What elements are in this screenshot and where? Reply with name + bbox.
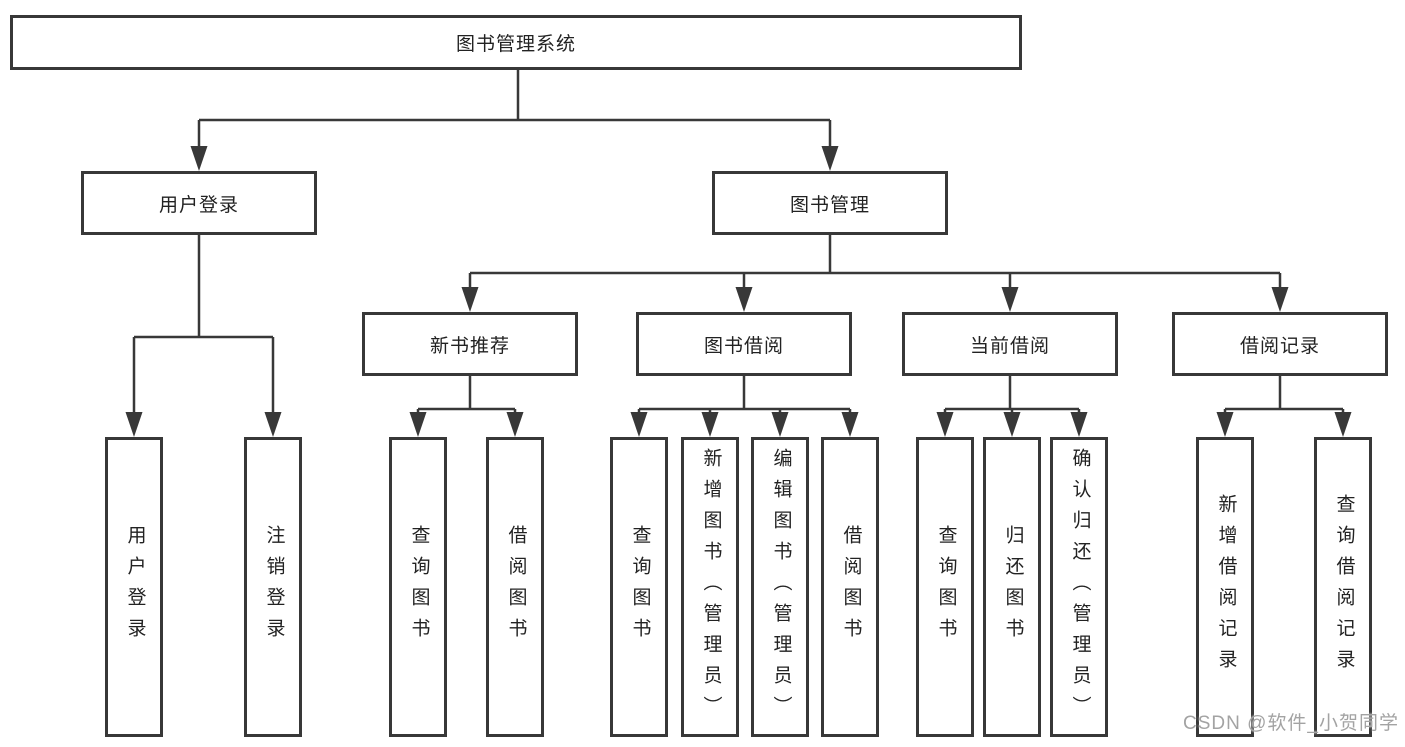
arrowheads — [125, 146, 1352, 437]
node-label: 用户登录 — [158, 194, 239, 216]
leaf-borrow-books: 借阅图书 — [821, 437, 879, 737]
node-book-borrowing: 图书借阅 — [636, 312, 852, 376]
leaf-logout: 注销登录 — [244, 437, 302, 737]
node-label: 图书借阅 — [703, 335, 784, 357]
leaf-borrow-books-recommend: 借阅图书 — [486, 437, 544, 737]
leaf-label: 查询图书 — [935, 525, 957, 649]
leaf-query-books-current: 查询图书 — [916, 437, 974, 737]
leaf-label: 新增图书（管理员） — [700, 447, 722, 727]
node-borrowing-records: 借阅记录 — [1172, 312, 1388, 376]
leaf-label: 编辑图书（管理员） — [770, 447, 792, 727]
leaf-query-books-borrow: 查询图书 — [610, 437, 668, 737]
leaf-label: 确认归还（管理员） — [1069, 447, 1091, 727]
node-user-login-branch: 用户登录 — [81, 171, 317, 235]
watermark-credit: CSDN @软件_小贺同学 — [1183, 713, 1399, 734]
leaf-query-borrow-record: 查询借阅记录 — [1314, 437, 1372, 737]
leaf-add-books-admin: 新增图书（管理员） — [681, 437, 739, 737]
leaf-label: 新增借阅记录 — [1215, 494, 1237, 680]
node-book-management: 图书管理 — [712, 171, 948, 235]
leaf-label: 查询借阅记录 — [1333, 494, 1355, 680]
leaf-label: 注销登录 — [263, 525, 285, 649]
leaf-add-borrow-record: 新增借阅记录 — [1196, 437, 1254, 737]
leaf-label: 归还图书 — [1002, 525, 1024, 649]
node-root: 图书管理系统 — [10, 15, 1022, 70]
leaf-label: 借阅图书 — [505, 525, 527, 649]
leaf-label: 用户登录 — [124, 525, 146, 649]
node-label: 新书推荐 — [429, 335, 510, 357]
node-new-book-recommend: 新书推荐 — [362, 312, 578, 376]
leaf-label: 查询图书 — [408, 525, 430, 649]
node-root-label: 图书管理系统 — [455, 34, 576, 55]
leaf-label: 查询图书 — [629, 525, 651, 649]
leaf-label: 借阅图书 — [840, 525, 862, 649]
leaf-user-login: 用户登录 — [105, 437, 163, 737]
leaf-edit-books-admin: 编辑图书（管理员） — [751, 437, 809, 737]
leaf-query-books-recommend: 查询图书 — [389, 437, 447, 737]
node-label: 图书管理 — [789, 194, 870, 216]
node-label: 当前借阅 — [969, 335, 1050, 357]
leaf-return-books: 归还图书 — [983, 437, 1041, 737]
node-label: 借阅记录 — [1239, 335, 1320, 357]
node-current-borrowing: 当前借阅 — [902, 312, 1118, 376]
leaf-confirm-return-admin: 确认归还（管理员） — [1050, 437, 1108, 737]
connector-lines — [132, 70, 1345, 419]
